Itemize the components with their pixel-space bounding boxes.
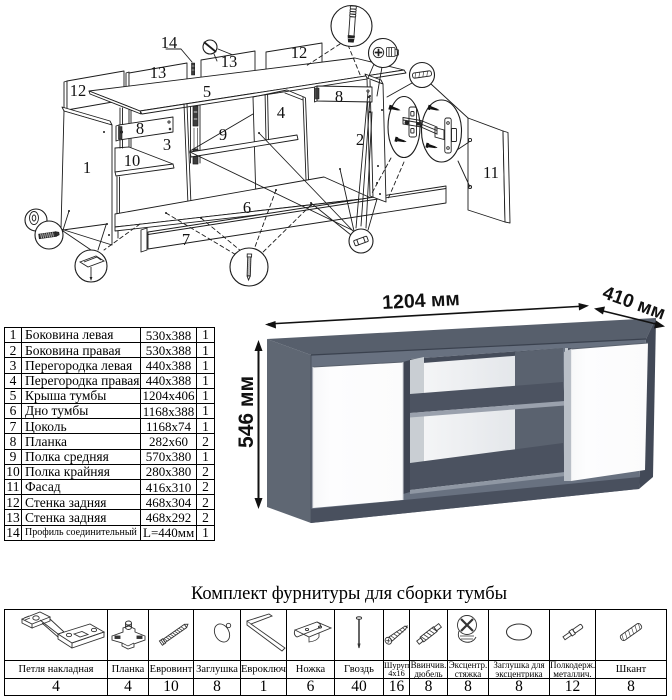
svg-text:1: 1: [83, 158, 91, 177]
svg-text:3: 3: [163, 135, 171, 154]
svg-text:13: 13: [150, 63, 167, 82]
svg-text:11: 11: [483, 163, 499, 182]
svg-text:7: 7: [182, 230, 190, 249]
svg-text:12: 12: [291, 43, 308, 62]
svg-text:4: 4: [277, 103, 285, 122]
svg-text:2: 2: [356, 130, 364, 149]
svg-text:9: 9: [219, 125, 227, 144]
svg-text:12: 12: [70, 81, 87, 100]
svg-text:13: 13: [221, 52, 238, 71]
svg-text:1204 мм: 1204 мм: [382, 288, 461, 314]
svg-text:8: 8: [136, 119, 144, 138]
svg-text:14: 14: [161, 33, 178, 52]
svg-text:5: 5: [203, 82, 211, 101]
svg-text:8: 8: [335, 87, 343, 106]
svg-text:6: 6: [243, 198, 251, 217]
svg-text:546 мм: 546 мм: [235, 376, 258, 448]
svg-text:10: 10: [124, 151, 141, 170]
